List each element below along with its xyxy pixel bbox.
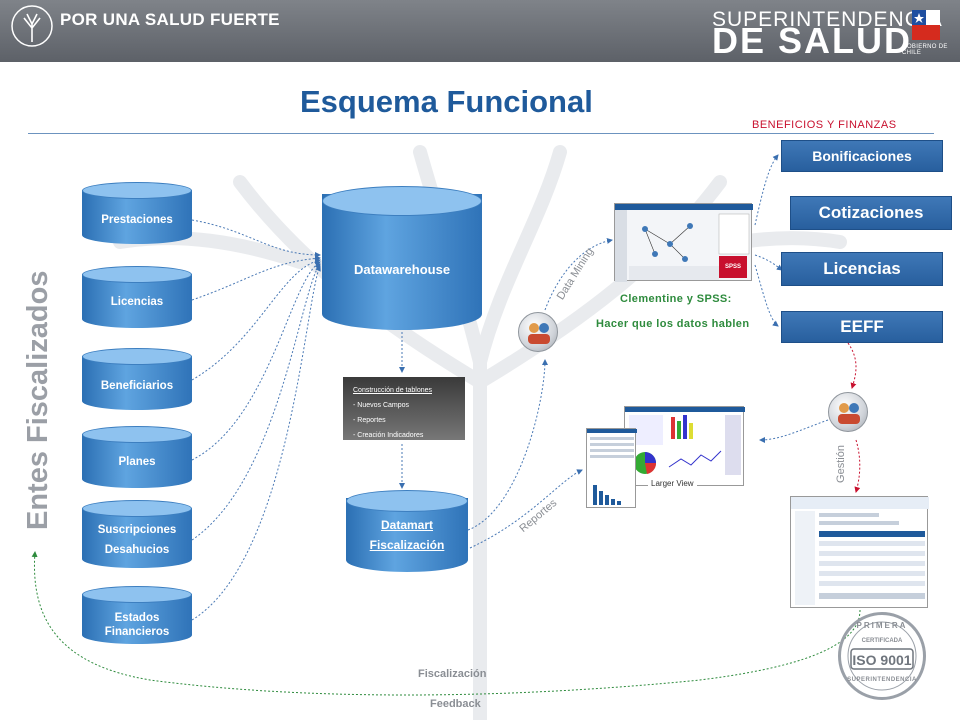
report-screenshot-table [586,428,637,508]
source-db-suscripciones: Suscripciones Desahucios [82,500,192,570]
output-cotizaciones: Cotizaciones [790,196,952,230]
tools-caption-line2: Hacer que los datos hablen [596,318,750,330]
datamart-db: Datamart Fiscalización [346,490,468,572]
construction-box: Construcción de tablones - Nuevos Campos… [343,377,465,440]
tools-caption-line1: Clementine y SPSS: [620,293,732,305]
datawarehouse-db: Datawarehouse [322,186,482,332]
source-db-label-line2: Financieros [104,626,170,638]
iso-bottom-text: SUPERINTENDENCIA [847,677,917,683]
government-logo-icon [912,10,940,40]
gestion-label: Gestión [834,445,847,483]
source-db-planes: Planes [82,426,192,490]
construction-heading: Construcción de tablones [353,387,432,394]
fiscalizacion-label: Fiscalización [418,668,487,680]
source-db-prestaciones: Prestaciones [82,182,192,246]
people-icon [528,323,550,344]
header-bar: POR UNA SALUD FUERTE SUPERINTENDENCIA DE… [0,0,960,62]
government-label: GOBIERNO DE CHILE [902,44,948,56]
source-db-estados-financieros: Estados Financieros [82,586,192,646]
iso-seal-icon [847,621,917,691]
report-screenshot-main [624,406,745,486]
source-db-label: Planes [118,456,156,468]
iso-top-text: PRIMERA [856,621,908,630]
output-eeff: EEFF [781,311,943,343]
header-slogan: POR UNA SALUD FUERTE [60,10,280,29]
iso-badge-text: ISO 9001 [852,652,912,668]
larger-view-label[interactable]: Larger View [648,478,697,489]
source-db-label: Prestaciones [101,214,173,226]
spss-badge: SPSS [719,256,747,278]
output-bonificaciones: Bonificaciones [781,140,943,172]
source-db-label-line1: Estados [114,612,160,624]
source-db-label: Licencias [110,296,164,308]
iso-9001-seal: PRIMERA CERTIFICADA ISO 9001 SUPERINTEND… [838,612,926,700]
org-name-line2: DE SALUD [712,20,913,61]
datamart-label-line1: Datamart [380,518,434,532]
construction-item: - Nuevos Campos [353,402,410,409]
title-divider [28,133,934,134]
team-avatar-gestion [828,392,868,432]
org-name-line1: SUPERINTENDENCIA [712,8,943,31]
source-db-beneficiarios: Beneficiarios [82,348,192,412]
section-label: BENEFICIOS Y FINANZAS [752,119,897,131]
chart-thumbnails-icon [625,407,745,475]
slide-title: Esquema Funcional [300,84,593,119]
datamart-label-line2: Fiscalización [369,538,445,552]
construction-item: - Reportes [353,417,386,424]
source-db-label-line2: Desahucios [104,544,170,556]
tree-logo-icon [11,5,53,47]
source-db-label-line1: Suscripciones [97,524,177,536]
feedback-label: Feedback [430,698,481,710]
form-table-icon [791,497,929,605]
spss-screenshot: SPSS [614,203,753,282]
iso-certified-text: CERTIFICADA [861,638,903,644]
source-db-label: Beneficiarios [100,380,174,392]
datawarehouse-label: Datawarehouse [353,262,451,277]
reports-collage: Larger View [586,406,746,510]
network-diagram-icon [615,204,753,282]
output-licencias: Licencias [781,252,943,286]
people-icon [838,403,860,424]
construction-item: - Creación Indicadores [353,432,424,439]
table-bars-icon [587,429,637,505]
team-avatar-data-mining [518,312,558,352]
source-db-licencias: Licencias [82,266,192,330]
management-screenshot [790,496,929,608]
